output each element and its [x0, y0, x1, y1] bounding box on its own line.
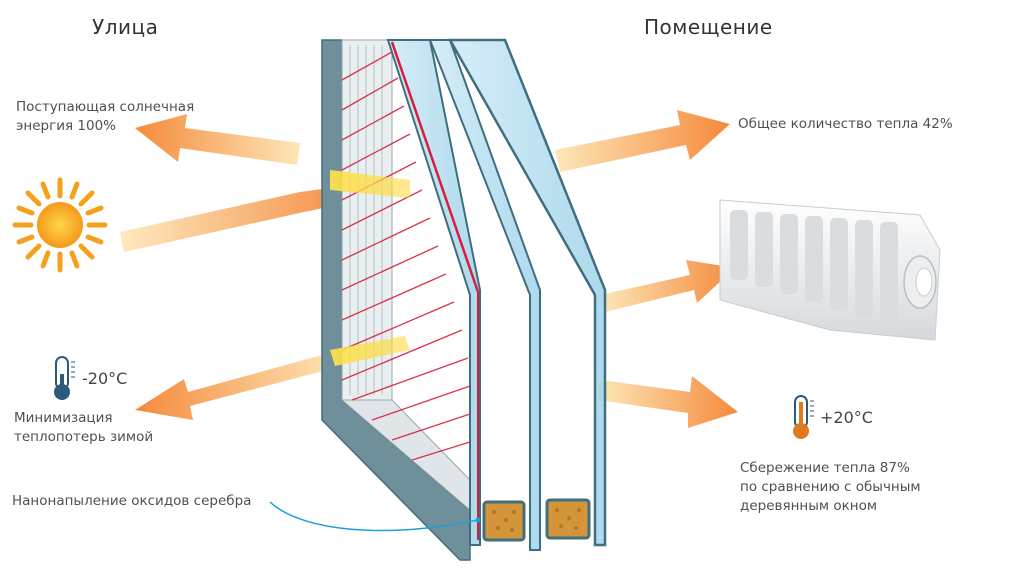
thermometer-cold-icon: [54, 356, 75, 400]
spacer-outer: [482, 500, 526, 542]
label-inside-temp: +20°C: [820, 408, 873, 427]
label-total-heat: Общее количество тепла 42%: [738, 116, 953, 132]
label-minimization: Минимизация теплопотерь зимой: [14, 410, 154, 445]
thermometer-warm-icon: [793, 395, 814, 439]
coating-callout-line: [269, 501, 479, 532]
double-glazed-window: [321, 38, 607, 561]
radiator-icon: [719, 199, 941, 341]
header-inside: Помещение: [644, 15, 773, 39]
arrow-incoming-energy: [120, 188, 333, 252]
arrow-heat-loss: [135, 350, 342, 420]
arrow-radiator: [600, 260, 735, 312]
label-outside-temp: -20°C: [82, 369, 128, 388]
arrow-reflected-energy: [135, 114, 300, 165]
header-outside: Улица: [92, 15, 159, 39]
label-incoming-energy: Поступающая солнечная энергия 100%: [16, 99, 195, 134]
sun-icon: [12, 177, 108, 273]
arrow-heat-savings: [598, 376, 738, 428]
label-heat-savings: Сбережение тепла 87% по сравнению с обыч…: [740, 460, 921, 514]
label-coating: Нанонапыление оксидов серебра: [12, 493, 252, 509]
arrow-total-heat: [555, 110, 730, 172]
